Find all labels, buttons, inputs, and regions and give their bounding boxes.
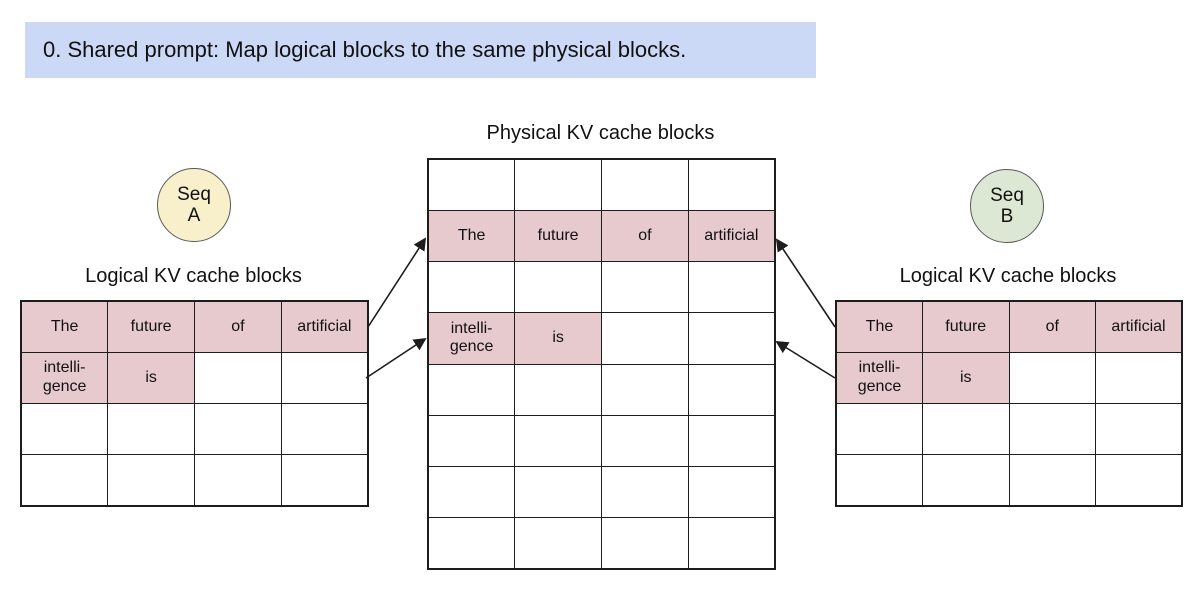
kv-cell-empty	[514, 260, 602, 314]
kv-cell-token: artificial	[1095, 300, 1183, 353]
kv-cell-empty	[514, 363, 602, 416]
kv-block-row	[427, 260, 776, 314]
kv-cell-empty	[280, 454, 369, 507]
kv-cell-empty	[922, 402, 1010, 456]
kv-cell-empty	[687, 414, 776, 468]
kv-block-row	[835, 402, 1183, 456]
kv-block-row	[427, 363, 776, 416]
kv-cell-token: of	[601, 209, 689, 263]
kv-cell-token: artificial	[280, 300, 369, 353]
kv-cell-empty	[1095, 454, 1183, 507]
kv-block-row	[427, 465, 776, 519]
kv-cell-empty	[107, 402, 195, 456]
shared-prompt-banner: 0. Shared prompt: Map logical blocks to …	[25, 22, 816, 78]
kv-cell-empty	[514, 517, 602, 570]
kv-block-row	[427, 517, 776, 570]
kv-cell-empty	[427, 465, 516, 519]
kv-cell-token: The	[427, 209, 516, 263]
arrow-seqa-block0-to-physical	[367, 237, 427, 328]
kv-cell-token: is	[514, 312, 602, 365]
kv-cell-empty	[194, 402, 282, 456]
seq-a-badge: Seq A	[157, 168, 231, 242]
kv-cell-empty	[601, 465, 689, 519]
kv-cell-empty	[601, 312, 689, 365]
kv-cell-empty	[687, 465, 776, 519]
kv-block-row	[835, 454, 1183, 507]
kv-cell-empty	[280, 402, 369, 456]
kv-cell-token: is	[922, 351, 1010, 405]
kv-cell-empty	[194, 351, 282, 405]
kv-cell-token: future	[514, 209, 602, 263]
seq-a-logical-blocks-title: Logical KV cache blocks	[85, 265, 302, 287]
kv-cell-token: of	[194, 300, 282, 353]
kv-cell-empty	[922, 454, 1010, 507]
kv-cell-empty	[427, 414, 516, 468]
kv-cell-empty	[514, 158, 602, 211]
kv-cell-empty	[687, 517, 776, 570]
kv-cell-token: intelli- gence	[835, 351, 923, 405]
kv-cell-empty	[514, 465, 602, 519]
kv-cell-empty	[601, 260, 689, 314]
kv-cell-empty	[1008, 351, 1096, 405]
kv-cell-empty	[427, 260, 516, 314]
kv-cell-empty	[1095, 402, 1183, 456]
kv-block-row	[20, 402, 369, 456]
kv-cell-empty	[514, 414, 602, 468]
kv-cell-empty	[20, 454, 109, 507]
arrow-seqb-block0-to-physical	[775, 238, 836, 328]
kv-cell-empty	[107, 454, 195, 507]
kv-cell-empty	[1008, 402, 1096, 456]
kv-cell-empty	[601, 517, 689, 570]
kv-cell-empty	[601, 414, 689, 468]
kv-cell-token: intelli- gence	[20, 351, 109, 405]
seq-b-badge: Seq B	[970, 169, 1044, 243]
physical-blocks-title: Physical KV cache blocks	[486, 122, 715, 144]
kv-cell-empty	[687, 158, 776, 211]
kv-cell-empty	[1095, 351, 1183, 405]
kv-cell-empty	[687, 312, 776, 365]
kv-cell-token: is	[107, 351, 195, 405]
kv-block-row	[427, 414, 776, 468]
kv-cell-empty	[601, 363, 689, 416]
kv-cell-empty	[280, 351, 369, 405]
kv-cell-token: future	[922, 300, 1010, 353]
kv-cell-token: artificial	[687, 209, 776, 263]
arrow-seqa-block1-to-physical	[365, 337, 427, 379]
kv-cell-token: of	[1008, 300, 1096, 353]
kv-cell-token: The	[835, 300, 923, 353]
kv-cell-token: future	[107, 300, 195, 353]
kv-cell-empty	[427, 517, 516, 570]
kv-cell-empty	[601, 158, 689, 211]
kv-cell-empty	[427, 158, 516, 211]
kv-block-row	[20, 454, 369, 507]
seq-b-logical-blocks-title: Logical KV cache blocks	[899, 265, 1117, 287]
kv-cell-empty	[687, 260, 776, 314]
kv-cell-empty	[427, 363, 516, 416]
arrow-seqb-block1-to-physical	[775, 340, 836, 379]
kv-cell-token: intelli- gence	[427, 312, 516, 365]
kv-cell-empty	[835, 454, 923, 507]
kv-cell-empty	[194, 454, 282, 507]
kv-cell-empty	[20, 402, 109, 456]
kv-cell-token: The	[20, 300, 109, 353]
kv-cell-empty	[835, 402, 923, 456]
kv-cell-empty	[687, 363, 776, 416]
kv-cell-empty	[1008, 454, 1096, 507]
kv-block-row	[427, 158, 776, 211]
